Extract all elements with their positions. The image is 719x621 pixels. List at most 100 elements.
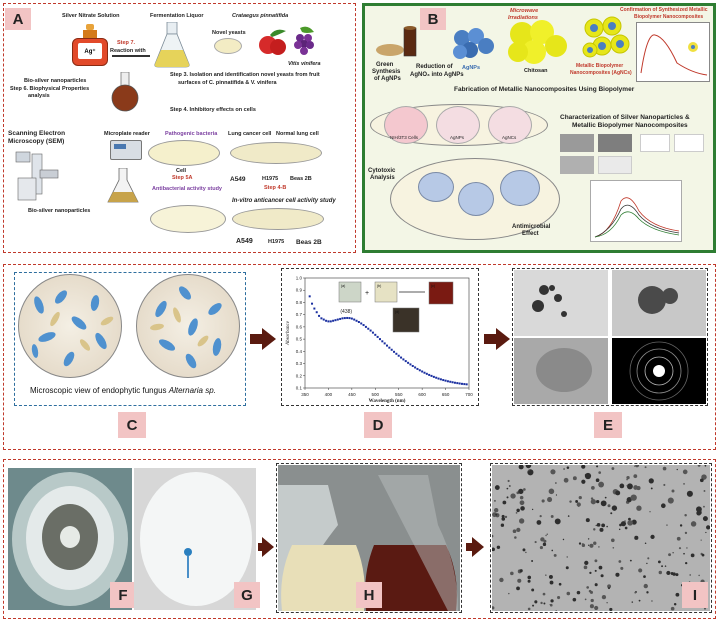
nanoparticle-dot xyxy=(684,531,688,535)
data-point xyxy=(353,318,356,321)
panel-b-label: B xyxy=(420,8,446,30)
conical-flask-icon xyxy=(106,167,140,204)
nanoparticle-dot xyxy=(596,499,600,504)
nanoparticle-dot xyxy=(626,496,632,503)
data-point xyxy=(367,327,370,330)
nanoparticle-dot xyxy=(565,566,569,570)
green-synth-label3: of AgNPs xyxy=(374,76,401,82)
nanoparticle-dot xyxy=(626,483,633,490)
inset-label: (d) xyxy=(395,310,399,314)
x-tick-label: 550 xyxy=(395,392,403,397)
nanoparticle-dot xyxy=(555,494,558,496)
data-point xyxy=(409,363,412,366)
nanoparticle-dot xyxy=(634,535,639,540)
data-point xyxy=(395,352,398,355)
nanoparticle-dot xyxy=(531,588,535,592)
arrow-c-d-shaft xyxy=(250,334,262,344)
nanoparticle-dot xyxy=(531,560,534,562)
nanoparticle-dot xyxy=(536,520,542,525)
data-point xyxy=(334,319,337,322)
nanoparticle-dot xyxy=(618,528,621,531)
micro-view-left xyxy=(18,274,122,378)
nanoparticle-dot xyxy=(604,496,607,499)
nanoparticle-dot xyxy=(607,504,611,508)
data-point xyxy=(463,383,466,386)
microplate-reader-icon xyxy=(110,140,142,160)
nanoparticle-dot xyxy=(516,586,520,591)
nanoparticle-dot xyxy=(518,488,524,495)
nih-dish xyxy=(384,106,428,144)
green-synth-label: Green xyxy=(376,62,394,68)
antimicrobial-dish-3 xyxy=(500,170,540,206)
nanoparticle-dot xyxy=(500,523,505,527)
nanoparticle-dot xyxy=(679,524,683,527)
h1975-label-b: H1975 xyxy=(268,239,285,245)
nanoparticle-dot xyxy=(510,493,516,499)
y-tick-label: 0.7 xyxy=(296,312,303,317)
nanoparticle-dot xyxy=(697,465,701,467)
cell-dish-top xyxy=(230,142,322,164)
agncs-dish xyxy=(488,106,532,144)
data-point xyxy=(439,378,442,381)
nanoparticle-dot xyxy=(646,591,649,594)
nanoparticle-dot xyxy=(638,568,643,573)
nanoparticle-dot xyxy=(607,584,612,589)
grape-icon xyxy=(290,26,320,60)
caption-text: Microscopic view of endophytic fungus xyxy=(30,386,169,395)
nanoparticle-dot xyxy=(658,570,663,575)
nanoparticle-dot xyxy=(523,488,526,491)
nanoparticle-dot xyxy=(633,474,638,479)
y-tick-label: 0.6 xyxy=(296,324,303,329)
bio-silver-np-label2: Bio-silver nanoparticles xyxy=(28,208,91,214)
yeast-dish xyxy=(214,38,242,54)
nanoparticle-dot xyxy=(554,518,561,525)
nanoparticle-dot xyxy=(493,508,499,513)
nanoparticle-dot xyxy=(635,465,639,468)
data-point xyxy=(416,367,419,370)
nanoparticle-dot xyxy=(598,471,602,474)
data-point xyxy=(339,317,342,320)
metallic-label2: Nanocomposites (AgNCs) xyxy=(570,70,632,76)
bacteria-dish xyxy=(148,140,220,166)
nanoparticle-dot xyxy=(618,560,622,563)
nanoparticle-dot xyxy=(546,533,549,535)
nanoparticle-dot xyxy=(698,574,700,577)
nanoparticle-dot xyxy=(685,561,688,565)
data-point xyxy=(449,380,452,383)
nanoparticle-dot xyxy=(626,475,630,480)
x-tick-label: 400 xyxy=(325,392,333,397)
nanoparticle-dot xyxy=(527,579,531,583)
confirmation-label2: Biopolymer Nanocomposites xyxy=(634,14,704,20)
nanoparticle-dot xyxy=(594,559,598,563)
nanoparticle-dot xyxy=(553,553,557,557)
nanoparticle-dot xyxy=(611,505,618,511)
arrow-c-d-head xyxy=(262,328,276,350)
nanoparticle-dot xyxy=(540,601,543,605)
nanoparticle-dot xyxy=(551,549,554,552)
nanoparticle-dot xyxy=(593,541,597,545)
data-point xyxy=(364,325,367,328)
data-point xyxy=(315,311,318,314)
a549-label: A549 xyxy=(230,176,246,183)
nanoparticle-dot xyxy=(507,479,510,483)
data-point xyxy=(376,335,379,338)
nanoparticle-dot xyxy=(689,574,692,576)
beaker-icon xyxy=(374,22,424,58)
nanoparticle-dot xyxy=(611,467,615,470)
data-point xyxy=(397,354,400,357)
nanoparticle-dot xyxy=(644,542,647,545)
hawthorn-fruit-icon xyxy=(256,27,290,57)
panel-h-frame xyxy=(276,463,462,613)
data-point xyxy=(374,333,377,336)
data-point xyxy=(458,382,461,385)
agncs-cluster-icon xyxy=(582,16,630,64)
data-point xyxy=(390,348,393,351)
data-point xyxy=(425,372,428,375)
nanoparticle-dot xyxy=(527,469,530,472)
step3-label: Step 3. Isolation and identification nov… xyxy=(170,72,320,78)
nanoparticle-dot xyxy=(558,582,562,586)
data-point xyxy=(451,381,454,384)
y-axis-label: Absorbance xyxy=(286,320,291,346)
nanoparticle-dot xyxy=(675,573,679,577)
